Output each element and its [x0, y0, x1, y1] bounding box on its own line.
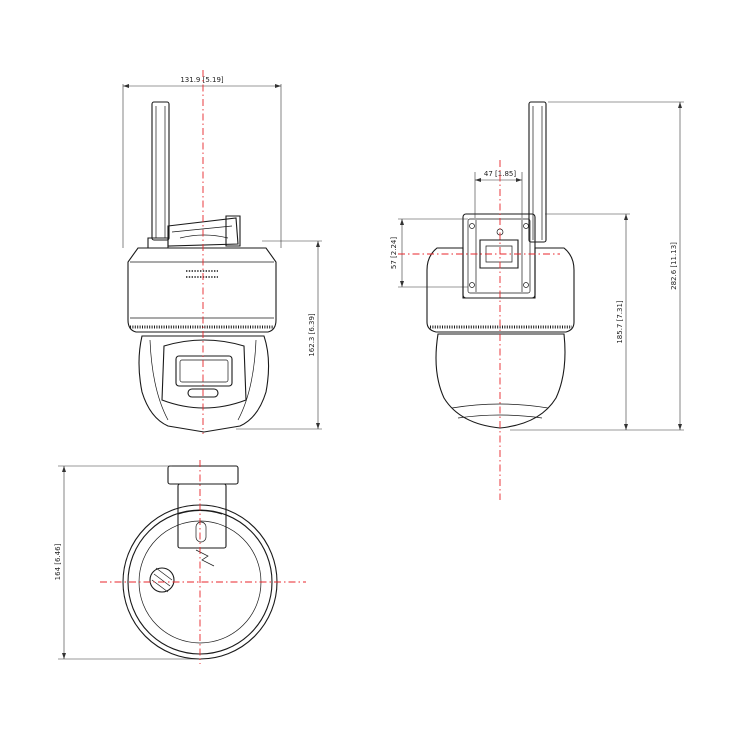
total-height-dimension: 282.6 [11.13]	[548, 101, 684, 431]
total-height-label: 282.6 [11.13]	[670, 242, 678, 290]
side-antenna	[528, 101, 547, 243]
side-bracket-plate	[462, 213, 536, 299]
side-dome	[435, 333, 566, 429]
center-lines	[100, 70, 560, 664]
bracket-width-label: 47 [1.85]	[484, 170, 516, 178]
side-upper-housing	[426, 247, 575, 333]
front-antenna	[147, 101, 170, 249]
front-height-label: 162.3 [6.39]	[308, 313, 316, 357]
lens-module	[161, 339, 247, 409]
front-view	[127, 101, 277, 433]
top-diameter-label: 164 [6.46]	[54, 543, 62, 580]
top-diameter-dimension: 164 [6.46]	[54, 465, 200, 660]
front-width-dimension: 131.9 [5.19]	[122, 76, 282, 248]
side-body-height-dimension: 185.7 [7.31]	[510, 213, 630, 431]
side-view	[426, 101, 575, 429]
front-dome	[138, 335, 270, 433]
front-height-dimension: 162.3 [6.39]	[236, 240, 322, 430]
front-upper-housing	[127, 247, 277, 333]
bracket-height-label: 57 [2.24]	[390, 237, 398, 269]
front-mount-bracket	[167, 215, 241, 247]
bracket-height-dimension: 57 [2.24]	[390, 218, 468, 288]
speaker-grille	[186, 270, 218, 278]
top-antenna-cap	[149, 567, 175, 593]
top-bracket-arm	[167, 465, 239, 567]
bracket-width-dimension: 47 [1.85]	[474, 170, 523, 218]
front-width-label: 131.9 [5.19]	[180, 76, 224, 84]
side-body-height-label: 185.7 [7.31]	[616, 300, 624, 344]
